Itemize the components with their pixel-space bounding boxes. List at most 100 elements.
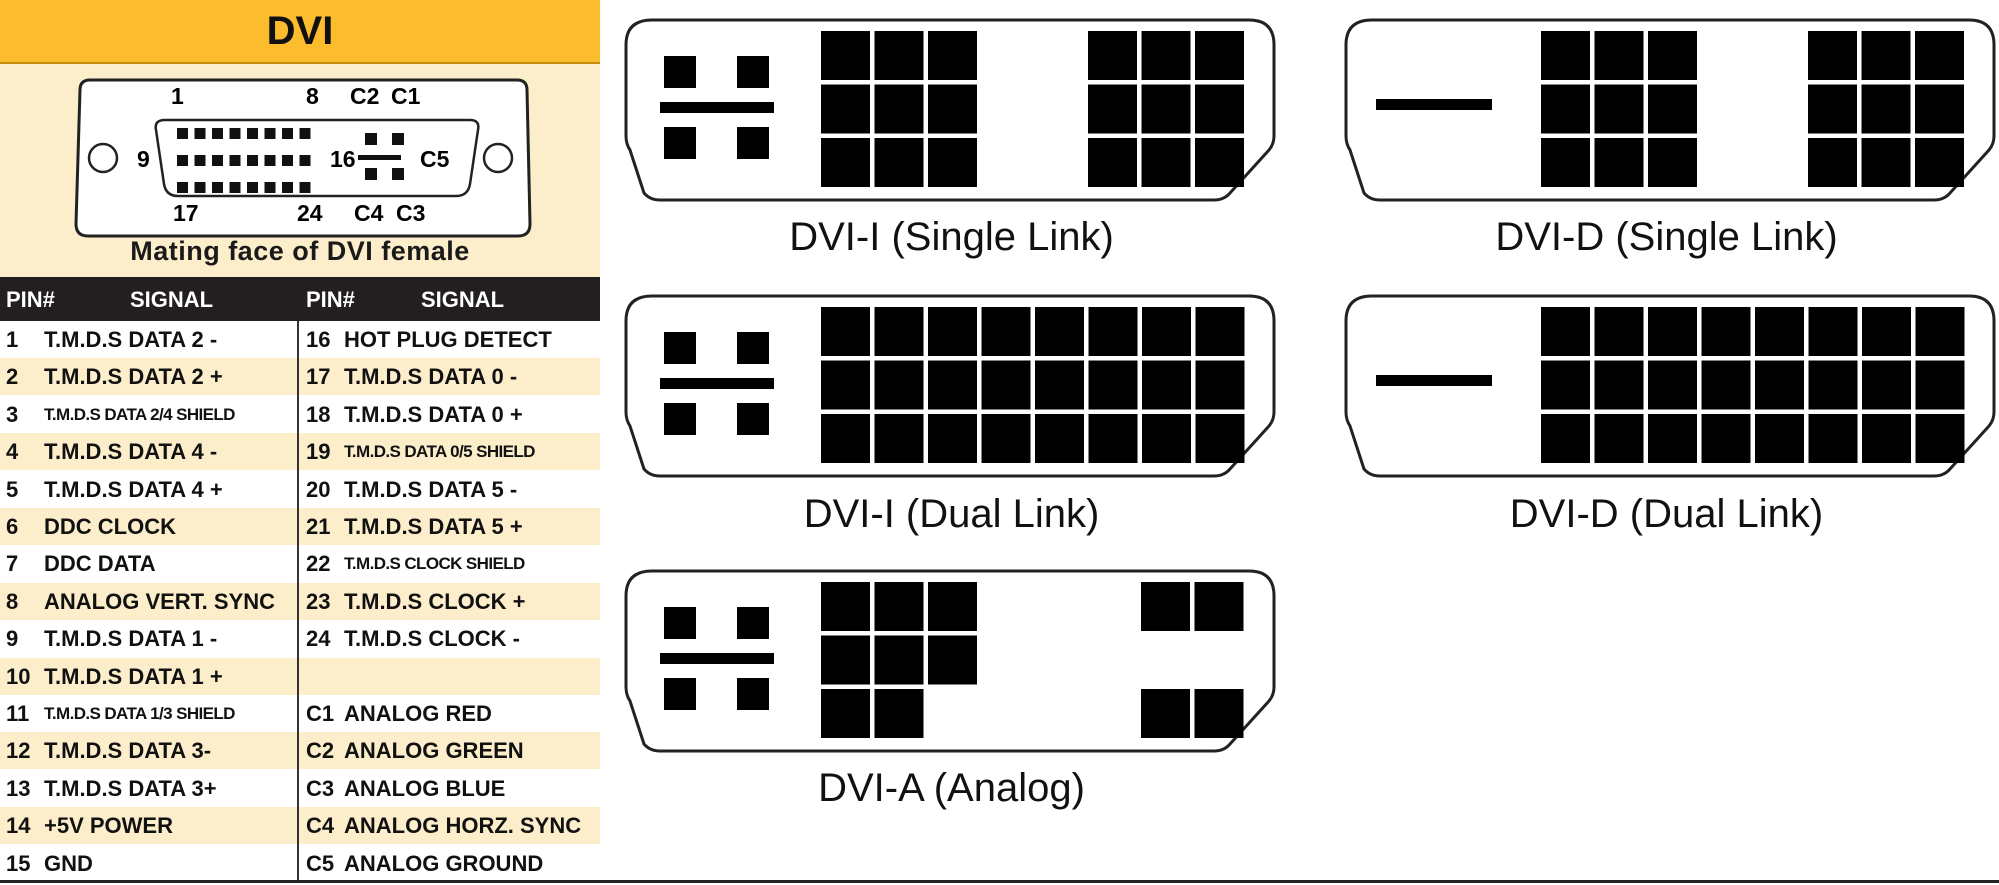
digital-pin <box>212 128 223 139</box>
pin-label-1: 1 <box>171 83 184 109</box>
pin-label-9: 9 <box>137 146 150 172</box>
digital-pin <box>1861 31 1911 80</box>
page-title: DVI <box>266 8 334 53</box>
pin-label-c2: C2 <box>350 83 379 109</box>
analog-pin <box>664 678 696 710</box>
pin-label-c5: C5 <box>420 146 450 172</box>
signal-name: HOT PLUG DETECT <box>344 327 552 352</box>
digital-pin <box>177 128 188 139</box>
pin-label-8: 8 <box>306 83 319 109</box>
digital-pin <box>821 635 870 685</box>
digital-pin <box>177 155 188 166</box>
digital-pin <box>1648 414 1697 463</box>
digital-pin <box>981 360 1031 410</box>
digital-pin <box>1141 31 1191 80</box>
digital-pin <box>874 307 924 356</box>
digital-pin <box>1088 31 1137 80</box>
pin-number: 12 <box>6 738 31 764</box>
digital-pin <box>1701 360 1751 410</box>
digital-pin <box>928 582 977 631</box>
digital-pin <box>1594 138 1644 187</box>
digital-pin <box>194 182 206 193</box>
digital-pin <box>1648 360 1697 410</box>
signal-name: T.M.D.S DATA 2 + <box>44 364 223 390</box>
digital-pin <box>194 128 206 139</box>
digital-pin <box>212 182 223 193</box>
digital-pin <box>1915 414 1965 463</box>
digital-pin <box>1195 84 1244 134</box>
signal-name: T.M.D.S DATA 5 - <box>344 476 518 502</box>
digital-pin <box>928 635 977 685</box>
digital-pin <box>981 307 1031 356</box>
pin-number: C2 <box>306 738 335 764</box>
pin-number: 1 <box>6 327 19 352</box>
digital-pin <box>1088 84 1137 134</box>
analog-contact <box>1141 582 1190 631</box>
signal-name: +5V POWER <box>44 813 173 839</box>
digital-pin <box>1808 84 1857 134</box>
digital-pin <box>874 689 924 738</box>
pin-number: 11 <box>6 701 30 726</box>
analog-pin <box>737 403 769 435</box>
digital-pin <box>299 128 311 139</box>
dvi-pinout-panel: DVI 1 8 C2 C1 9 16 C5 17 24 C4 C3 Mating… <box>0 0 600 885</box>
analog-contact <box>1194 582 1244 631</box>
digital-pin <box>1915 84 1964 134</box>
digital-pin <box>1808 414 1858 463</box>
digital-pin <box>1541 84 1590 134</box>
digital-pin <box>1141 138 1191 187</box>
pin-label-16: 16 <box>330 146 356 172</box>
digital-pin <box>1541 307 1590 356</box>
digital-pin <box>1648 307 1697 356</box>
digital-pin <box>1541 360 1590 410</box>
digital-pin <box>1861 84 1911 134</box>
signal-name: T.M.D.S DATA 0 - <box>344 364 518 390</box>
digital-pin <box>1648 138 1697 187</box>
plug-dvi-d-single-drawing <box>1344 18 1996 202</box>
analog-pin <box>664 607 696 639</box>
connector-diagram: 1 8 C2 C1 9 16 C5 17 24 C4 C3 Mating fac… <box>0 64 600 277</box>
signal-name: ANALOG HORZ. SYNC <box>344 813 582 839</box>
pin-number: 21 <box>306 514 331 539</box>
pin-number: C4 <box>306 813 335 839</box>
table-header: PIN# SIGNAL PIN# SIGNAL <box>0 277 600 321</box>
pin-number: 3 <box>6 401 19 427</box>
analog-pin <box>664 403 696 435</box>
pin-number: 18 <box>306 401 331 427</box>
digital-pin <box>1035 307 1084 356</box>
digital-pin <box>821 84 870 134</box>
signal-name: T.M.D.S DATA 0 + <box>344 401 523 427</box>
plug-dvi-d-dual-label: DVI-D (Dual Link) <box>1509 492 1824 536</box>
digital-pin <box>981 414 1031 463</box>
analog-pin-c2 <box>392 133 404 145</box>
digital-pin <box>821 31 870 80</box>
digital-pin <box>282 155 293 166</box>
digital-pin <box>1541 414 1590 463</box>
digital-pin <box>194 155 206 166</box>
pin-number: 15 <box>6 850 31 876</box>
header-signal-left: SIGNAL <box>130 287 214 312</box>
digital-pin <box>821 414 870 463</box>
plug-dvi-a-drawing <box>624 569 1276 753</box>
signal-name: DDC DATA <box>44 551 156 577</box>
header-pin-right: PIN# <box>306 287 355 312</box>
plug-dvi-d-single-label: DVI-D (Single Link) <box>1495 215 1838 259</box>
pin-label-24: 24 <box>297 200 323 226</box>
analog-blade <box>1376 99 1492 110</box>
digital-pin <box>1594 307 1644 356</box>
header-signal-right: SIGNAL <box>421 287 505 312</box>
pin-number: 23 <box>306 588 331 614</box>
digital-pin <box>874 582 924 631</box>
pin-label-c1: C1 <box>391 83 421 109</box>
digital-pin <box>928 414 977 463</box>
digital-pin <box>1195 138 1244 187</box>
